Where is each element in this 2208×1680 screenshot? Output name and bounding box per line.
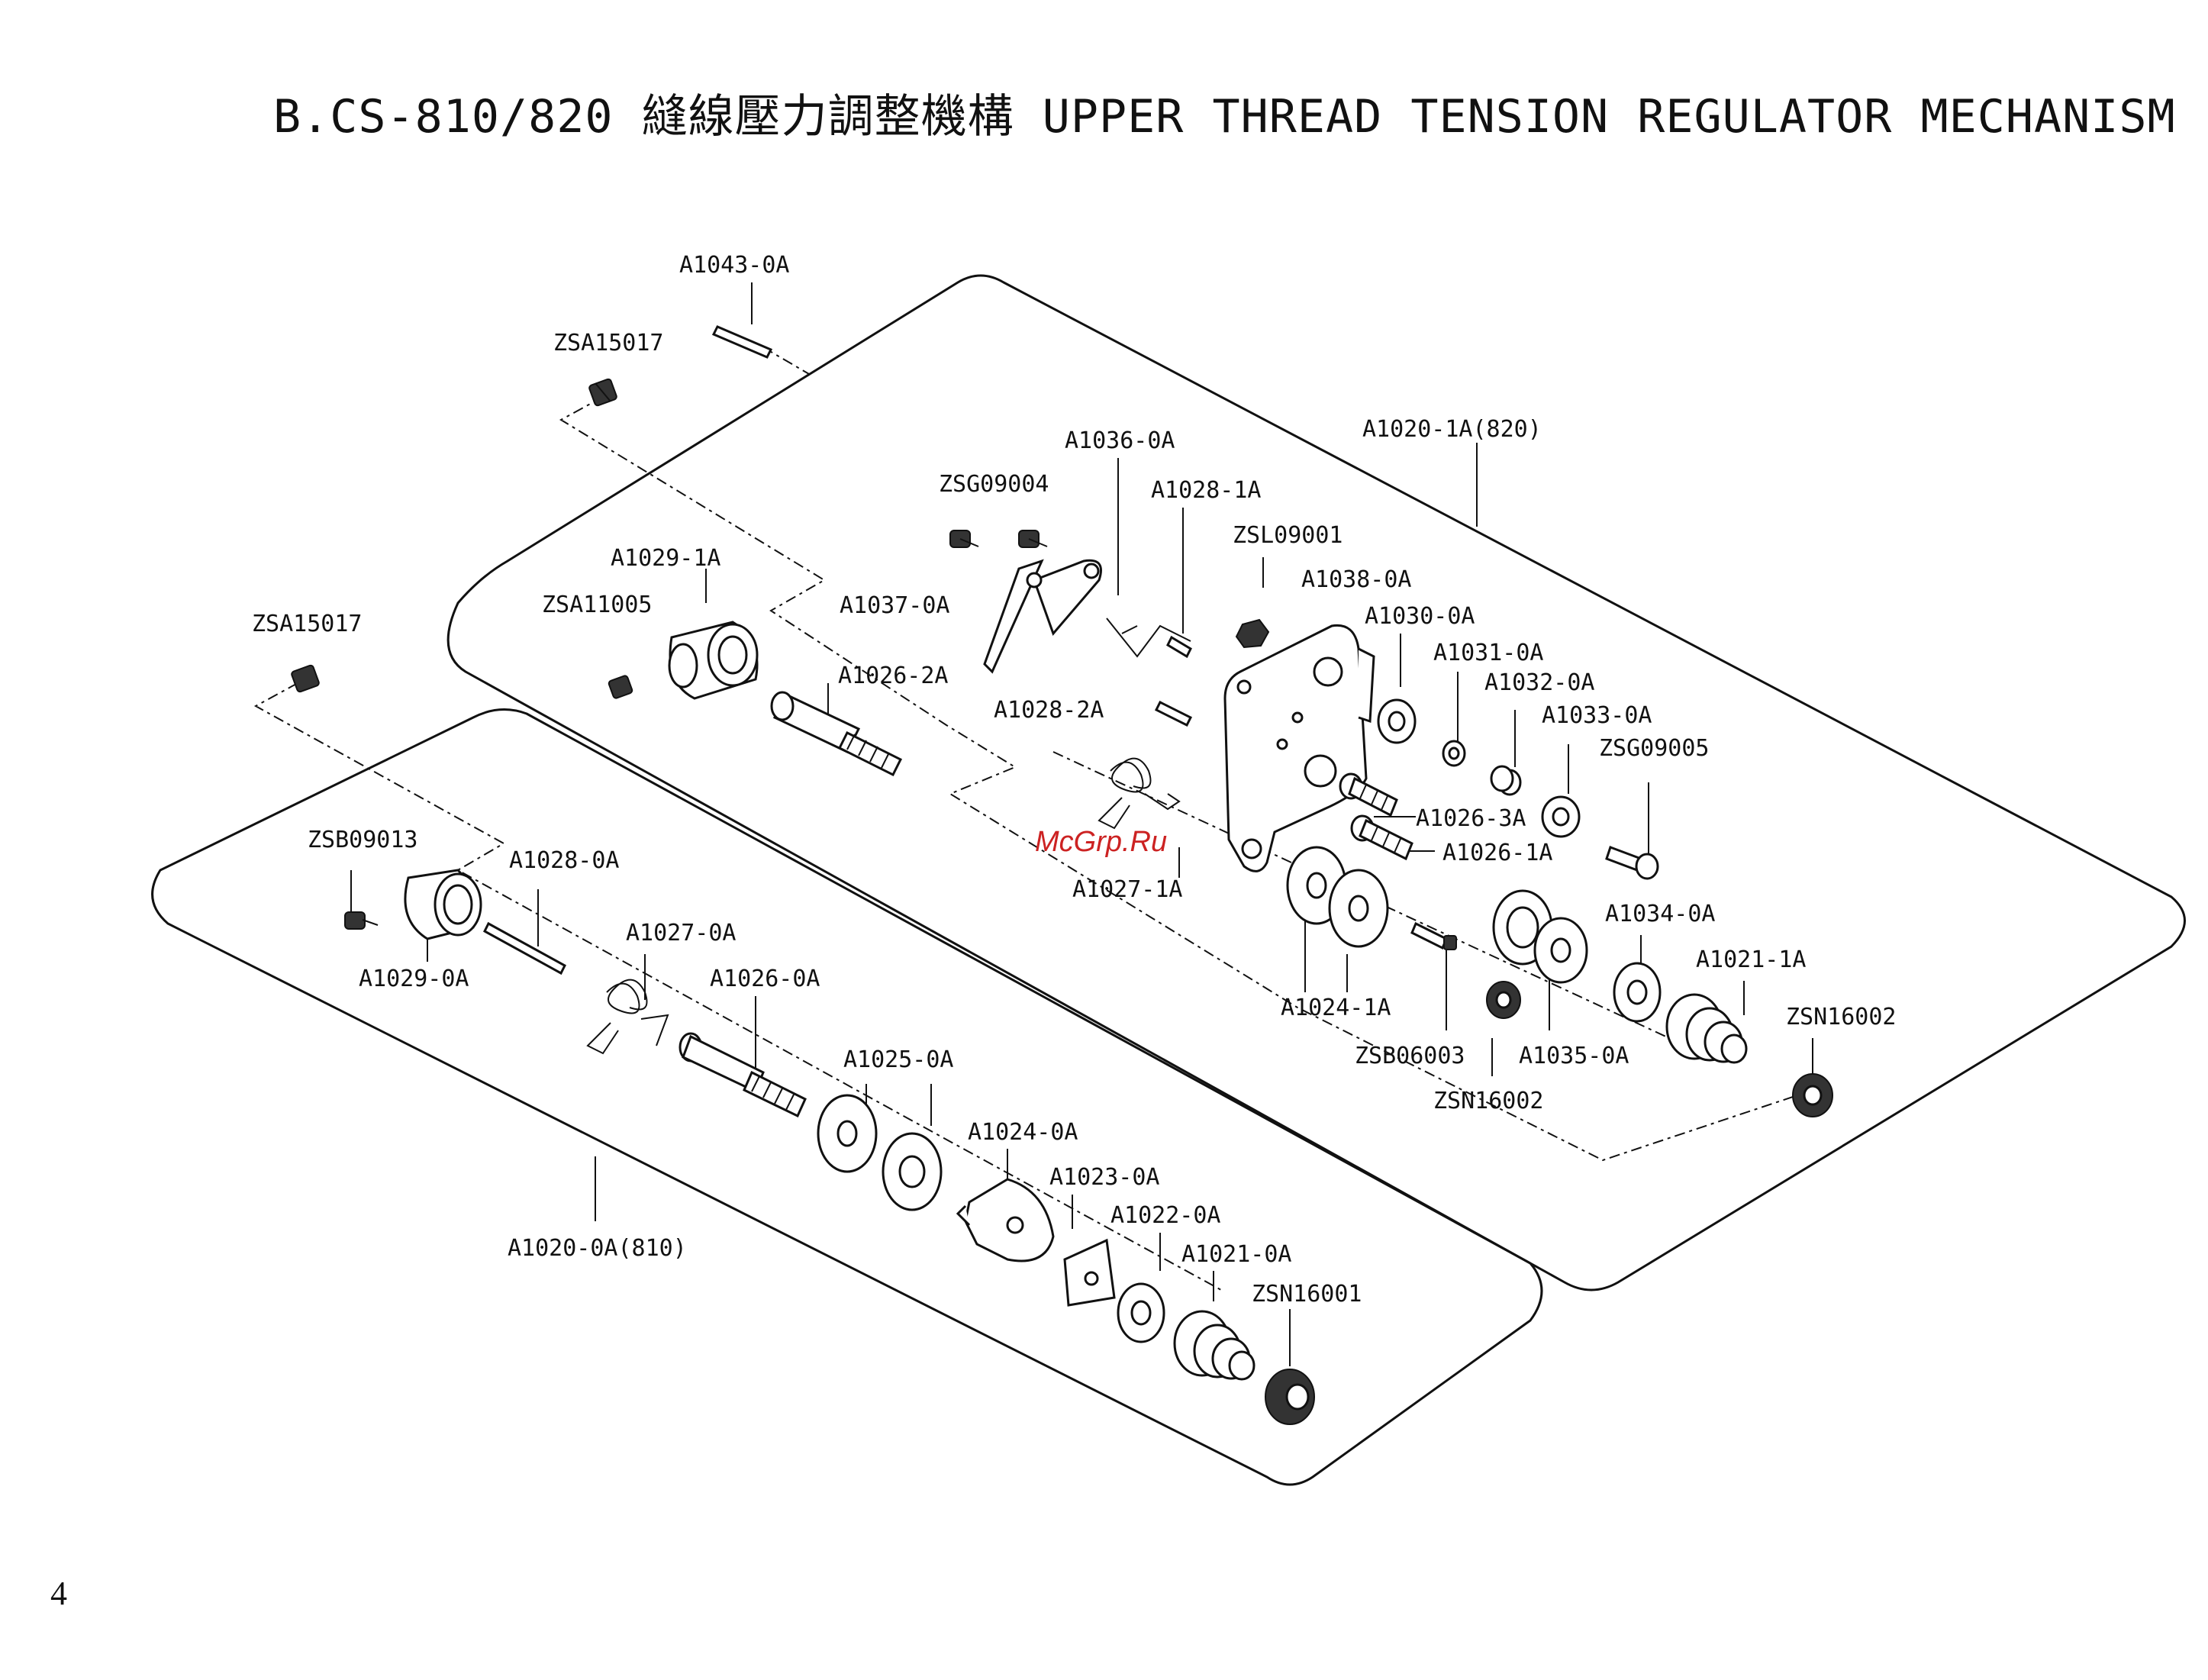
pin-a1028-0a xyxy=(483,921,566,975)
part-label: ZSB06003 xyxy=(1355,1043,1465,1069)
washer-a1034-0a xyxy=(1613,962,1662,1023)
nut-zsn16001 xyxy=(1265,1369,1315,1425)
part-label: ZSG09004 xyxy=(939,471,1049,498)
page-title: B.CS-810/820 縫線壓力調整機構 UPPER THREAD TENSI… xyxy=(273,90,2176,143)
nut-zsn16002-b xyxy=(1792,1073,1833,1117)
part-label: A1030-0A xyxy=(1365,603,1475,630)
part-label: ZSN16002 xyxy=(1786,1004,1897,1030)
part-label: ZSA15017 xyxy=(553,330,664,356)
part-label: A1024-0A xyxy=(968,1119,1078,1146)
part-label: A1029-1A xyxy=(611,545,721,572)
part-label: A1038-0A xyxy=(1301,566,1412,593)
screw-zsg09004-b xyxy=(1018,530,1048,548)
discs-a1024-1a xyxy=(1286,846,1389,948)
part-label: A1043-0A xyxy=(679,252,790,279)
assembly-line-810 xyxy=(253,682,1222,1291)
assembly-line-820-plate xyxy=(1052,751,1703,1054)
part-label: A1037-0A xyxy=(840,592,950,619)
spring-a1032-0a xyxy=(1490,765,1522,796)
part-label: A1024-1A xyxy=(1281,995,1391,1021)
stud-a1026-2a xyxy=(770,691,903,777)
part-label: A1032-0A xyxy=(1484,669,1595,696)
washer-a1031-0a xyxy=(1442,740,1466,767)
part-label: A1021-0A xyxy=(1181,1241,1292,1268)
stud-a1026-1a xyxy=(1350,814,1413,861)
set-screw-zsa11005 xyxy=(608,675,633,699)
part-label: A1028-1A xyxy=(1151,477,1262,504)
watermark: McGrp.Ru xyxy=(1035,826,1168,858)
assembly-outline-810 xyxy=(151,708,1543,1486)
part-label: A1034-0A xyxy=(1605,901,1716,927)
part-label: A1028-0A xyxy=(509,847,620,874)
spring-a1036-0a xyxy=(1106,618,1191,658)
screw-zsb09013 xyxy=(344,911,379,930)
part-label: A1026-2A xyxy=(838,663,949,689)
stud-a1026-3a xyxy=(1339,772,1398,817)
page-number: 4 xyxy=(50,1575,67,1612)
spring-a1021-1a xyxy=(1665,993,1748,1064)
part-label: A1022-0A xyxy=(1110,1202,1221,1229)
disc-a1035-0a xyxy=(1492,889,1588,984)
part-label: A1026-1A xyxy=(1442,840,1553,866)
assembly-label-820: A1020-1A(820) xyxy=(1362,416,1542,443)
bracket-a1038-0a xyxy=(1223,624,1375,872)
collar-a1029-1a xyxy=(668,621,759,700)
lever-a1037-0a xyxy=(983,559,1102,674)
part-label: A1035-0A xyxy=(1519,1043,1629,1069)
part-label: ZSG09005 xyxy=(1599,735,1710,762)
screw-zsg09004-a xyxy=(949,530,979,548)
bushing-a1030-0a xyxy=(1377,698,1417,744)
screw-zsb06003 xyxy=(1410,921,1457,950)
part-label: A1025-0A xyxy=(843,1046,954,1073)
part-label: A1027-1A xyxy=(1072,876,1183,903)
set-screw-zsa15017-upper xyxy=(588,378,617,407)
part-label: A1021-1A xyxy=(1696,946,1807,973)
part-label: A1026-3A xyxy=(1416,805,1526,832)
part-label: ZSA11005 xyxy=(542,592,653,618)
nut-zsl09001 xyxy=(1235,618,1270,649)
part-label: A1031-0A xyxy=(1433,640,1544,666)
part-label: A1026-0A xyxy=(710,966,820,992)
screw-zsg09005 xyxy=(1605,846,1659,880)
spring-a1021-0a xyxy=(1173,1310,1255,1381)
nut-a1033-0a xyxy=(1541,795,1581,838)
pin-a1028-1a xyxy=(1166,635,1192,659)
disc-a1025-0a xyxy=(817,1094,943,1211)
pin-a1028-2a xyxy=(1154,700,1193,727)
part-label: A1027-0A xyxy=(626,920,737,946)
plate-a1024-0a xyxy=(956,1178,1055,1262)
part-label: ZSB09013 xyxy=(308,827,418,853)
spring-a1027-1a xyxy=(1098,757,1181,830)
spring-a1027-0a xyxy=(586,979,669,1055)
part-label: ZSA15017 xyxy=(252,611,363,637)
stud-a1026-0a xyxy=(679,1032,807,1118)
nut-zsn16002-a xyxy=(1486,981,1521,1019)
part-label: A1023-0A xyxy=(1049,1164,1160,1191)
part-label: A1036-0A xyxy=(1065,427,1175,454)
collar-a1029-0a xyxy=(404,869,482,940)
part-label: ZSN16001 xyxy=(1252,1281,1362,1308)
assembly-outline-820 xyxy=(446,274,2186,1291)
set-screw-zsa15017-lower xyxy=(291,664,320,693)
guide-a1023-0a xyxy=(1063,1238,1116,1307)
part-label: ZSN16002 xyxy=(1433,1088,1544,1114)
washer-a1022-0a xyxy=(1117,1282,1165,1343)
part-label: A1028-2A xyxy=(994,697,1104,724)
part-label: A1033-0A xyxy=(1542,702,1652,729)
assembly-label-810: A1020-0A(810) xyxy=(508,1235,687,1262)
part-label: ZSL09001 xyxy=(1233,522,1343,549)
assembly-line-820-upper xyxy=(559,396,1810,1162)
part-label: A1029-0A xyxy=(359,966,469,992)
pin-a1043 xyxy=(711,325,773,359)
